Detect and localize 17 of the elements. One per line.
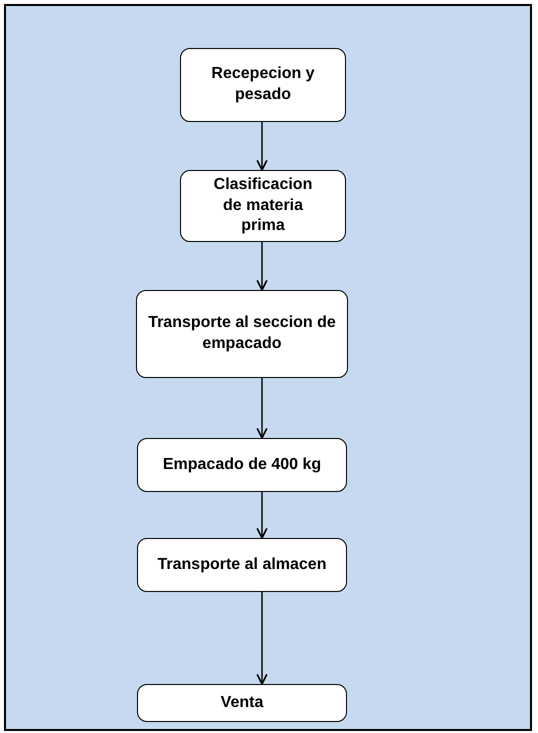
arrow bbox=[256, 492, 268, 539]
process-box bbox=[180, 48, 346, 122]
process-box bbox=[137, 438, 347, 492]
box-label: Empacado de 400 kg bbox=[162, 454, 322, 475]
arrow bbox=[256, 592, 268, 685]
arrow bbox=[256, 122, 268, 171]
process-box bbox=[180, 170, 346, 242]
box-label: Transporte al seccion de empacado bbox=[147, 313, 337, 354]
arrow bbox=[256, 242, 268, 291]
process-box bbox=[137, 538, 347, 592]
process-box bbox=[137, 684, 347, 722]
box-label: Transporte al almacen bbox=[158, 554, 326, 575]
process-box bbox=[136, 290, 348, 378]
box-label: Clasificacion de materia prima bbox=[212, 174, 314, 236]
box-label: Venta bbox=[220, 692, 264, 713]
arrow bbox=[256, 378, 268, 439]
box-label: Recepecion y pesado bbox=[210, 64, 316, 105]
